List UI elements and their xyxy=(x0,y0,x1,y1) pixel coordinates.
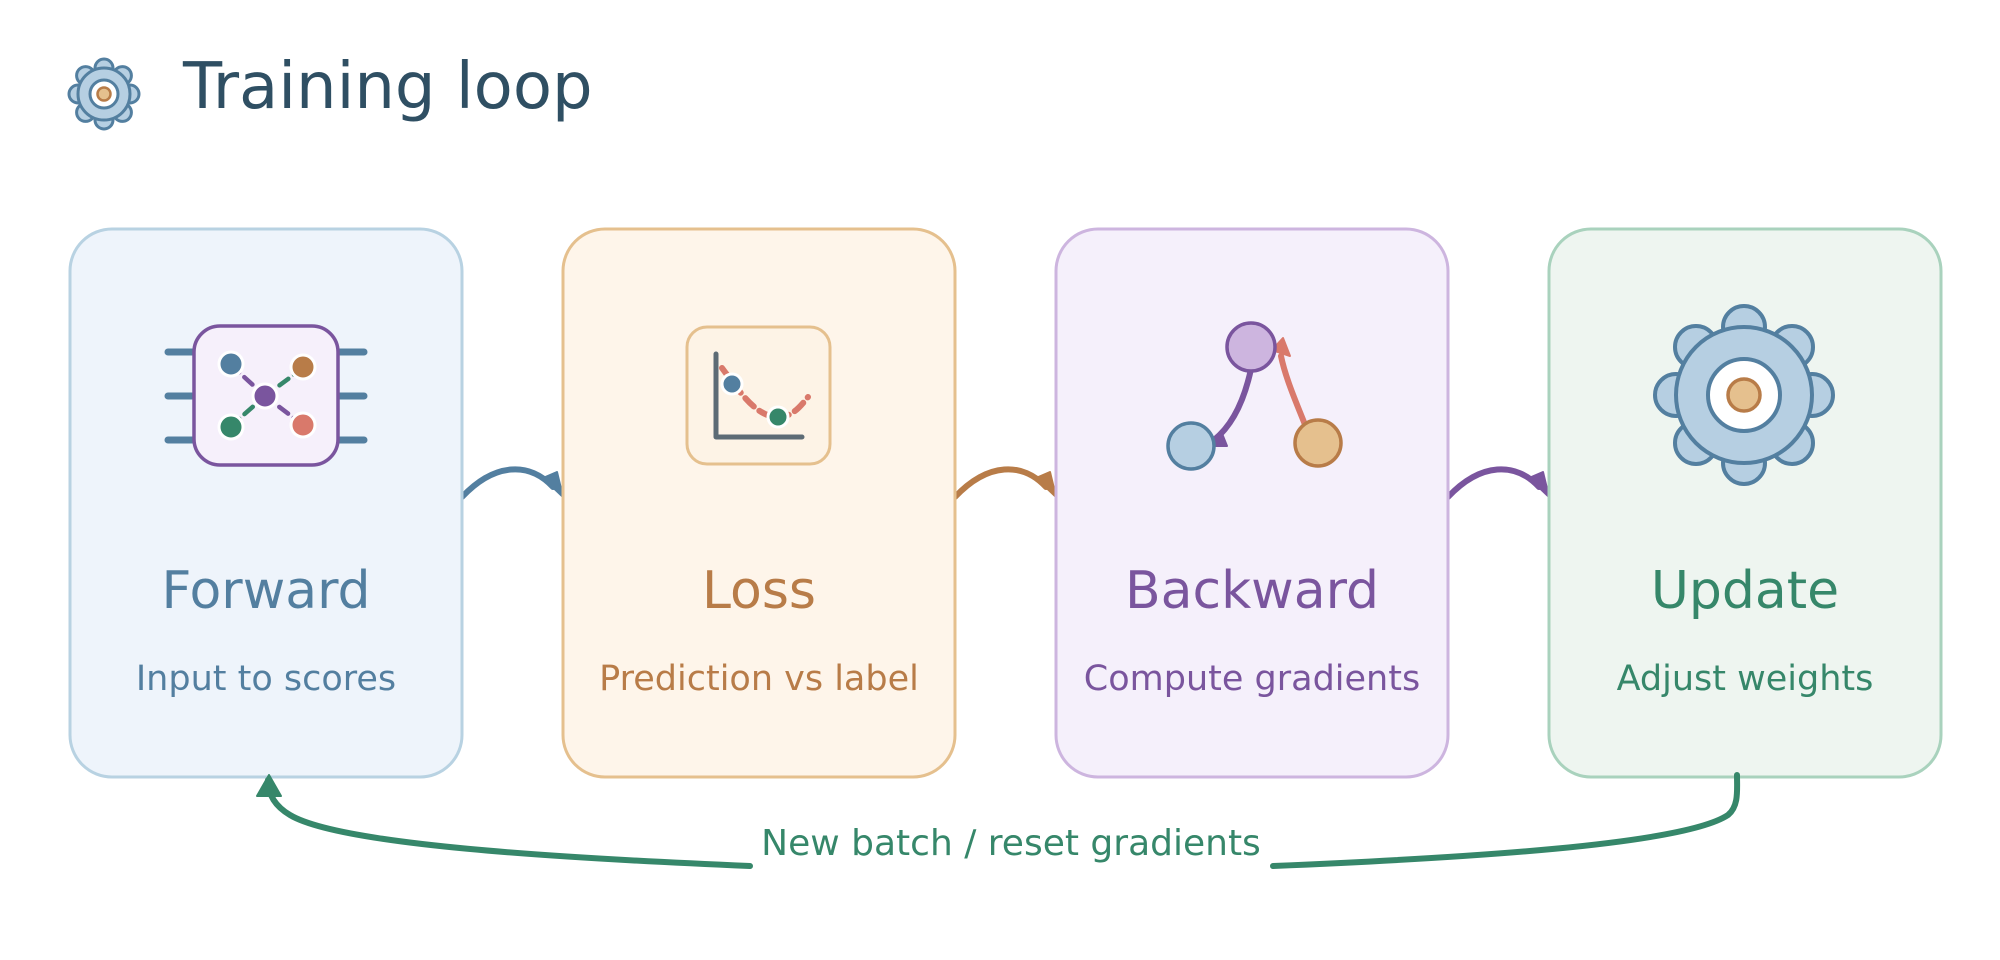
step-subtitle: Input to scores xyxy=(136,659,396,699)
page-title: Training loop xyxy=(182,50,593,124)
header: Training loop xyxy=(67,50,593,131)
loop-back-arrow: New batch / reset gradients xyxy=(256,772,1741,869)
step-subtitle: Compute gradients xyxy=(1084,659,1420,699)
arrow-forward-to-loss xyxy=(459,466,564,500)
gear-icon xyxy=(67,57,141,131)
step-title: Forward xyxy=(161,561,370,621)
loss-curve-icon xyxy=(685,325,832,466)
arrow-loss-to-backward xyxy=(952,466,1057,500)
step-connectors xyxy=(459,466,1550,500)
network-chip-icon xyxy=(164,324,368,467)
step-title: Loss xyxy=(702,561,816,621)
step-card-update: Update Adjust weights xyxy=(1547,227,1943,779)
loop-label: New batch / reset gradients xyxy=(761,823,1261,864)
arrow-backward-to-update xyxy=(1445,466,1550,500)
gear-icon xyxy=(1653,304,1835,486)
gradient-graph-icon xyxy=(1166,321,1343,471)
step-title: Update xyxy=(1651,561,1839,621)
step-title: Backward xyxy=(1125,561,1379,621)
step-card-backward: Backward Compute gradients xyxy=(1054,227,1450,779)
step-card-loss: Loss Prediction vs label xyxy=(561,227,957,779)
step-subtitle: Adjust weights xyxy=(1617,659,1874,699)
step-subtitle: Prediction vs label xyxy=(599,659,919,699)
step-card-forward: Forward Input to scores xyxy=(68,227,464,779)
